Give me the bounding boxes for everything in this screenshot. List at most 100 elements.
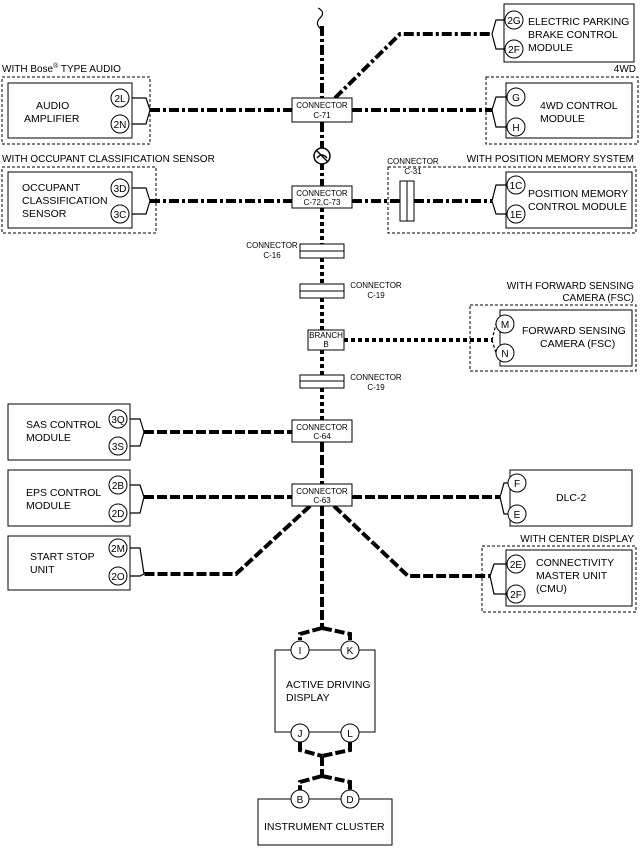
svg-text:POSITION MEMORY: POSITION MEMORY [528,188,628,200]
svg-text:C-63: C-63 [313,496,331,505]
module-epb: ELECTRIC PARKING BRAKE CONTROL MODULE 2G… [503,3,635,63]
svg-text:C-19: C-19 [367,291,385,300]
svg-text:(CMU): (CMU) [536,583,567,595]
svg-text:INSTRUMENT CLUSTER: INSTRUMENT CLUSTER [264,821,385,833]
wire-ic-left [298,774,323,790]
connector-c71: CONNECTOR C-71 [291,97,353,123]
svg-text:C-31: C-31 [404,167,422,176]
svg-text:EPS CONTROL: EPS CONTROL [26,487,101,499]
connector-c64: CONNECTOR C-64 [291,419,353,443]
pin-add-i: I [299,646,302,657]
wire-cmu [332,504,490,578]
connector-c19-upper: CONNECTOR C-19 [299,281,402,300]
connector-c63: CONNECTOR C-63 [291,483,353,507]
pin-fsc-n: N [501,349,508,360]
pin-sas-3q: 3Q [111,415,125,426]
group-label-bose: WITH Bose® TYPE AUDIO [2,62,121,75]
svg-text:CONNECTOR: CONNECTOR [350,373,402,382]
svg-text:CONNECTOR: CONNECTOR [296,423,348,432]
svg-text:MODULE: MODULE [26,432,71,444]
wire-add-top-left [298,626,323,640]
lead-audio-1 [132,97,151,111]
svg-text:CONNECTOR: CONNECTOR [296,101,348,110]
group-box-position [387,166,637,234]
pin-sas-3s: 3S [112,442,125,453]
lead-epb-1 [491,19,504,35]
pin-dlc-e: E [514,510,521,521]
wire-ic-right [321,774,352,790]
svg-text:C-16: C-16 [263,251,281,260]
pin-dlc-f: F [514,479,520,490]
svg-text:SENSOR: SENSOR [22,208,67,220]
lead-sas-2 [130,431,145,447]
pin-audio-2l: 2L [114,94,126,105]
module-occupant-classification-sensor: OCCUPANT CLASSIFICATION SENSOR 3D 3C [7,171,133,229]
svg-text:DLC-2: DLC-2 [556,492,587,504]
module-active-driving-display: ACTIVE DRIVING DISPLAY I K J L [274,640,376,743]
svg-text:MODULE: MODULE [528,42,573,54]
svg-text:CONNECTOR: CONNECTOR [387,157,439,166]
pin-eps-2b: 2B [112,481,125,492]
lead-pmcm-2 [491,200,506,215]
shield-symbol-icon [313,147,331,165]
svg-text:FORWARD SENSING: FORWARD SENSING [522,325,626,337]
pin-cmu-2e: 2E [510,560,523,571]
lead-eps-2 [130,496,145,514]
svg-text:ELECTRIC PARKING: ELECTRIC PARKING [528,16,629,28]
group-box-4wd [485,76,639,145]
pin-audio-2n: 2N [114,120,127,131]
module-audio-amplifier: AUDIO AMPLIFIER 2L 2N [7,82,133,139]
pin-ssu-2o: 2O [111,572,125,583]
svg-text:CONTROL MODULE: CONTROL MODULE [528,201,627,213]
connector-c31: CONNECTOR C-31 [387,157,439,222]
lead-cmu-1 [489,563,506,577]
lead-4wd-2 [491,109,506,128]
module-eps-control: EPS CONTROL MODULE 2B 2D [7,469,131,527]
svg-text:UNIT: UNIT [30,564,55,576]
pin-add-j: J [298,729,303,740]
group-label-4wd: 4WD [614,64,636,75]
lead-ssu-2 [130,573,145,577]
wire-break-mark [316,7,324,31]
svg-text:AUDIO: AUDIO [36,100,69,112]
module-position-memory: POSITION MEMORY CONTROL MODULE 1C 1E [505,171,633,229]
pin-ic-d: D [346,795,353,806]
svg-text:MODULE: MODULE [26,500,71,512]
lead-cmu-2 [489,575,506,595]
svg-text:BRAKE CONTROL: BRAKE CONTROL [528,29,618,41]
wire-add-bottom-left [298,742,323,758]
lead-eps-1 [130,484,145,498]
pin-4wd-g: G [512,93,520,104]
svg-text:CONNECTOR: CONNECTOR [246,241,298,250]
pin-ocs-3d: 3D [114,184,127,195]
module-4wd-control: 4WD CONTROL MODULE G H [505,82,633,139]
group-label-fsc-2: CAMERA (FSC) [562,293,634,304]
svg-text:C-72,C-73: C-72,C-73 [304,198,341,207]
svg-text:MODULE: MODULE [540,113,585,125]
lead-ssu-1 [130,547,145,575]
wire-add-top-right [321,626,352,640]
pin-ssu-2m: 2M [111,544,125,555]
svg-text:CAMERA (FSC): CAMERA (FSC) [540,338,615,350]
pin-4wd-h: H [512,123,519,134]
module-forward-sensing-camera: FORWARD SENSING CAMERA (FSC) M N [495,309,633,367]
module-instrument-cluster: INSTRUMENT CLUSTER B D [257,789,393,846]
group-box-fsc [469,304,637,372]
group-box-bose [1,76,151,145]
svg-text:AMPLIFIER: AMPLIFIER [24,113,80,125]
svg-text:ACTIVE DRIVING: ACTIVE DRIVING [286,679,371,691]
module-connectivity-master-unit: CONNECTIVITY MASTER UNIT (CMU) 2E 2F [505,549,633,607]
svg-text:SAS CONTROL: SAS CONTROL [26,419,101,431]
svg-text:C-64: C-64 [313,432,331,441]
connector-c16: CONNECTOR C-16 [246,241,345,260]
svg-text:OCCUPANT: OCCUPANT [22,182,81,194]
pin-epb-2g: 2G [507,16,521,27]
pin-eps-2d: 2D [112,509,125,520]
svg-text:CONNECTOR: CONNECTOR [296,189,348,198]
svg-text:MASTER UNIT: MASTER UNIT [536,570,608,582]
svg-text:B: B [323,340,328,349]
wire-add-bottom-right [321,742,352,758]
group-label-center: WITH CENTER DISPLAY [520,534,634,545]
pin-pmcm-1e: 1E [510,210,523,221]
